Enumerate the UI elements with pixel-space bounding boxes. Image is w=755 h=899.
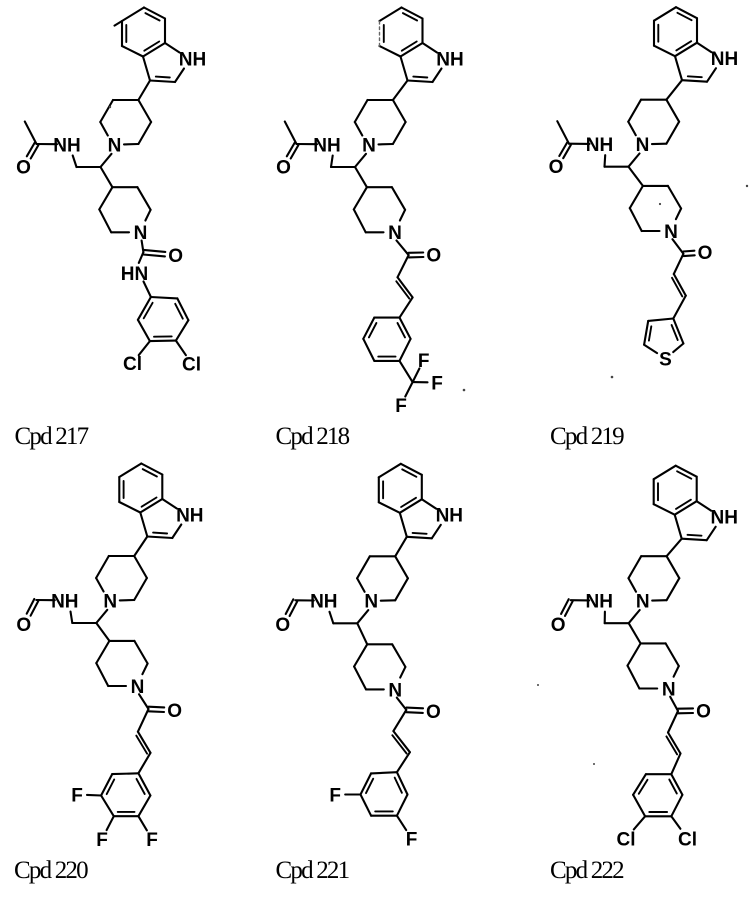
svg-text:NH: NH [176,505,203,526]
svg-text:F: F [406,829,418,850]
svg-text:O: O [276,157,291,178]
svg-text:NH: NH [53,135,80,156]
svg-text:N: N [108,135,122,156]
svg-text:NH: NH [436,49,463,70]
svg-text:Cl: Cl [182,354,201,375]
svg-text:N: N [103,591,117,612]
svg-text:O: O [275,615,290,636]
svg-text:F: F [431,373,443,394]
svg-text:NH: NH [711,49,738,70]
svg-text:Cpd 219: Cpd 219 [550,423,624,450]
svg-text:O: O [551,615,566,636]
svg-text:F: F [71,785,83,806]
svg-text:N: N [388,223,402,244]
svg-text:O: O [16,157,31,178]
svg-text:NH: NH [51,591,78,612]
svg-text:NH: NH [313,135,340,156]
svg-text:Cpd 221: Cpd 221 [276,857,349,884]
svg-text:F: F [418,351,430,372]
svg-text:NH: NH [710,508,737,529]
svg-text:N: N [636,592,650,613]
svg-text:F: F [146,830,158,851]
svg-text:F: F [395,396,407,417]
svg-text:O: O [426,702,441,723]
svg-text:Cl: Cl [123,354,142,375]
svg-text:Cl: Cl [617,829,636,850]
svg-text:N: N [388,680,402,701]
svg-text:N: N [662,679,676,700]
svg-text:N: N [664,222,678,243]
svg-text:F: F [329,785,341,806]
svg-text:O: O [168,246,183,267]
svg-text:Cpd 222: Cpd 222 [550,857,624,884]
svg-text:O: O [549,157,564,178]
svg-text:Cpd 217: Cpd 217 [15,423,89,450]
svg-text:O: O [696,701,711,722]
svg-text:NH: NH [310,592,337,613]
svg-text:NH: NH [585,592,612,613]
svg-text:N: N [636,135,650,156]
svg-text:N: N [134,223,148,244]
svg-text:O: O [167,701,182,722]
svg-text:Cl: Cl [678,829,697,850]
svg-text:O: O [698,243,713,264]
svg-text:N: N [131,677,145,698]
svg-text:Cpd 220: Cpd 220 [14,857,88,884]
svg-text:N: N [362,135,376,156]
svg-text:O: O [16,615,31,636]
svg-text:HN: HN [121,264,148,285]
svg-text:NH: NH [436,506,463,527]
svg-text:NH: NH [179,49,206,70]
svg-text:N: N [364,592,378,613]
svg-text:Cpd 218: Cpd 218 [276,423,350,450]
svg-text:S: S [659,349,672,370]
svg-text:F: F [96,830,108,851]
svg-text:O: O [426,245,441,266]
svg-text:NH: NH [586,135,613,156]
